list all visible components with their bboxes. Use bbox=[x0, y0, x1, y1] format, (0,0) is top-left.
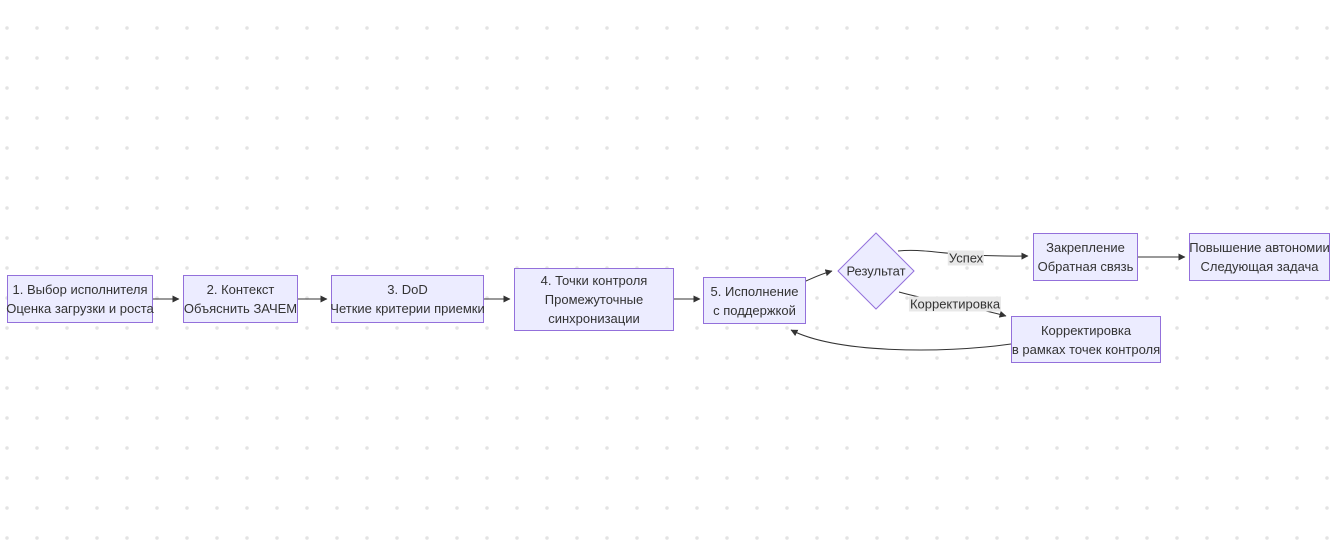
node-text-line: 4. Точки контроля bbox=[540, 273, 648, 288]
node-step4-checkpoints[interactable]: 4. Точки контроля Промежуточные синхрони… bbox=[514, 268, 674, 331]
node-autonomy-increase[interactable]: Повышение автономии Следующая задача bbox=[1189, 233, 1330, 281]
node-text-line: Закрепление bbox=[1046, 240, 1125, 255]
decision-result-label: Результат bbox=[846, 263, 906, 279]
node-correction-within-checkpoints[interactable]: Корректировка в рамках точек контроля bbox=[1011, 316, 1161, 363]
node-step5-execution[interactable]: 5. Исполнение с поддержкой bbox=[703, 277, 806, 324]
node-step1-choose-assignee[interactable]: 1. Выбор исполнителя Оценка загрузки и р… bbox=[6, 275, 154, 323]
node-step2-context[interactable]: 2. Контекст Объяснить ЗАЧЕМ bbox=[183, 275, 298, 323]
node-text-line: Четкие критерии приемки bbox=[330, 301, 485, 316]
node-text-line: Повышение автономии bbox=[1189, 240, 1330, 255]
node-text-line: 3. DoD bbox=[387, 282, 428, 297]
node-text-line: 5. Исполнение bbox=[710, 283, 799, 299]
edge-label-success: Успех bbox=[947, 250, 985, 266]
edge-correction-step5 bbox=[790, 329, 1012, 351]
decision-diamond-shape[interactable] bbox=[837, 232, 915, 310]
node-text-line: Корректировка bbox=[1040, 322, 1132, 338]
edge-decision-success bbox=[897, 249, 1029, 260]
node-step3-dod[interactable]: 3. DoD Четкие критерии приемки bbox=[330, 275, 485, 323]
node-text-line: 1. Выбор исполнителя bbox=[12, 282, 148, 297]
node-text-line: с поддержкой bbox=[713, 302, 796, 318]
node-text-line: Промежуточные bbox=[544, 292, 644, 307]
node-text-line: Оценка загрузки и роста bbox=[6, 301, 154, 316]
node-text-line: Обратная связь bbox=[1037, 259, 1134, 274]
node-text-line: Объяснить ЗАЧЕМ bbox=[183, 301, 298, 316]
node-text-line: в рамках точек контроля bbox=[1011, 341, 1161, 357]
node-text-line: 2. Контекст bbox=[206, 282, 275, 297]
edge-step5-decision bbox=[805, 269, 833, 282]
edge-label-correction: Корректировка bbox=[908, 296, 1002, 312]
node-text-line: синхронизации bbox=[548, 311, 640, 326]
node-reinforcement-feedback[interactable]: Закрепление Обратная связь bbox=[1033, 233, 1138, 281]
node-text-line: Следующая задача bbox=[1200, 259, 1319, 274]
